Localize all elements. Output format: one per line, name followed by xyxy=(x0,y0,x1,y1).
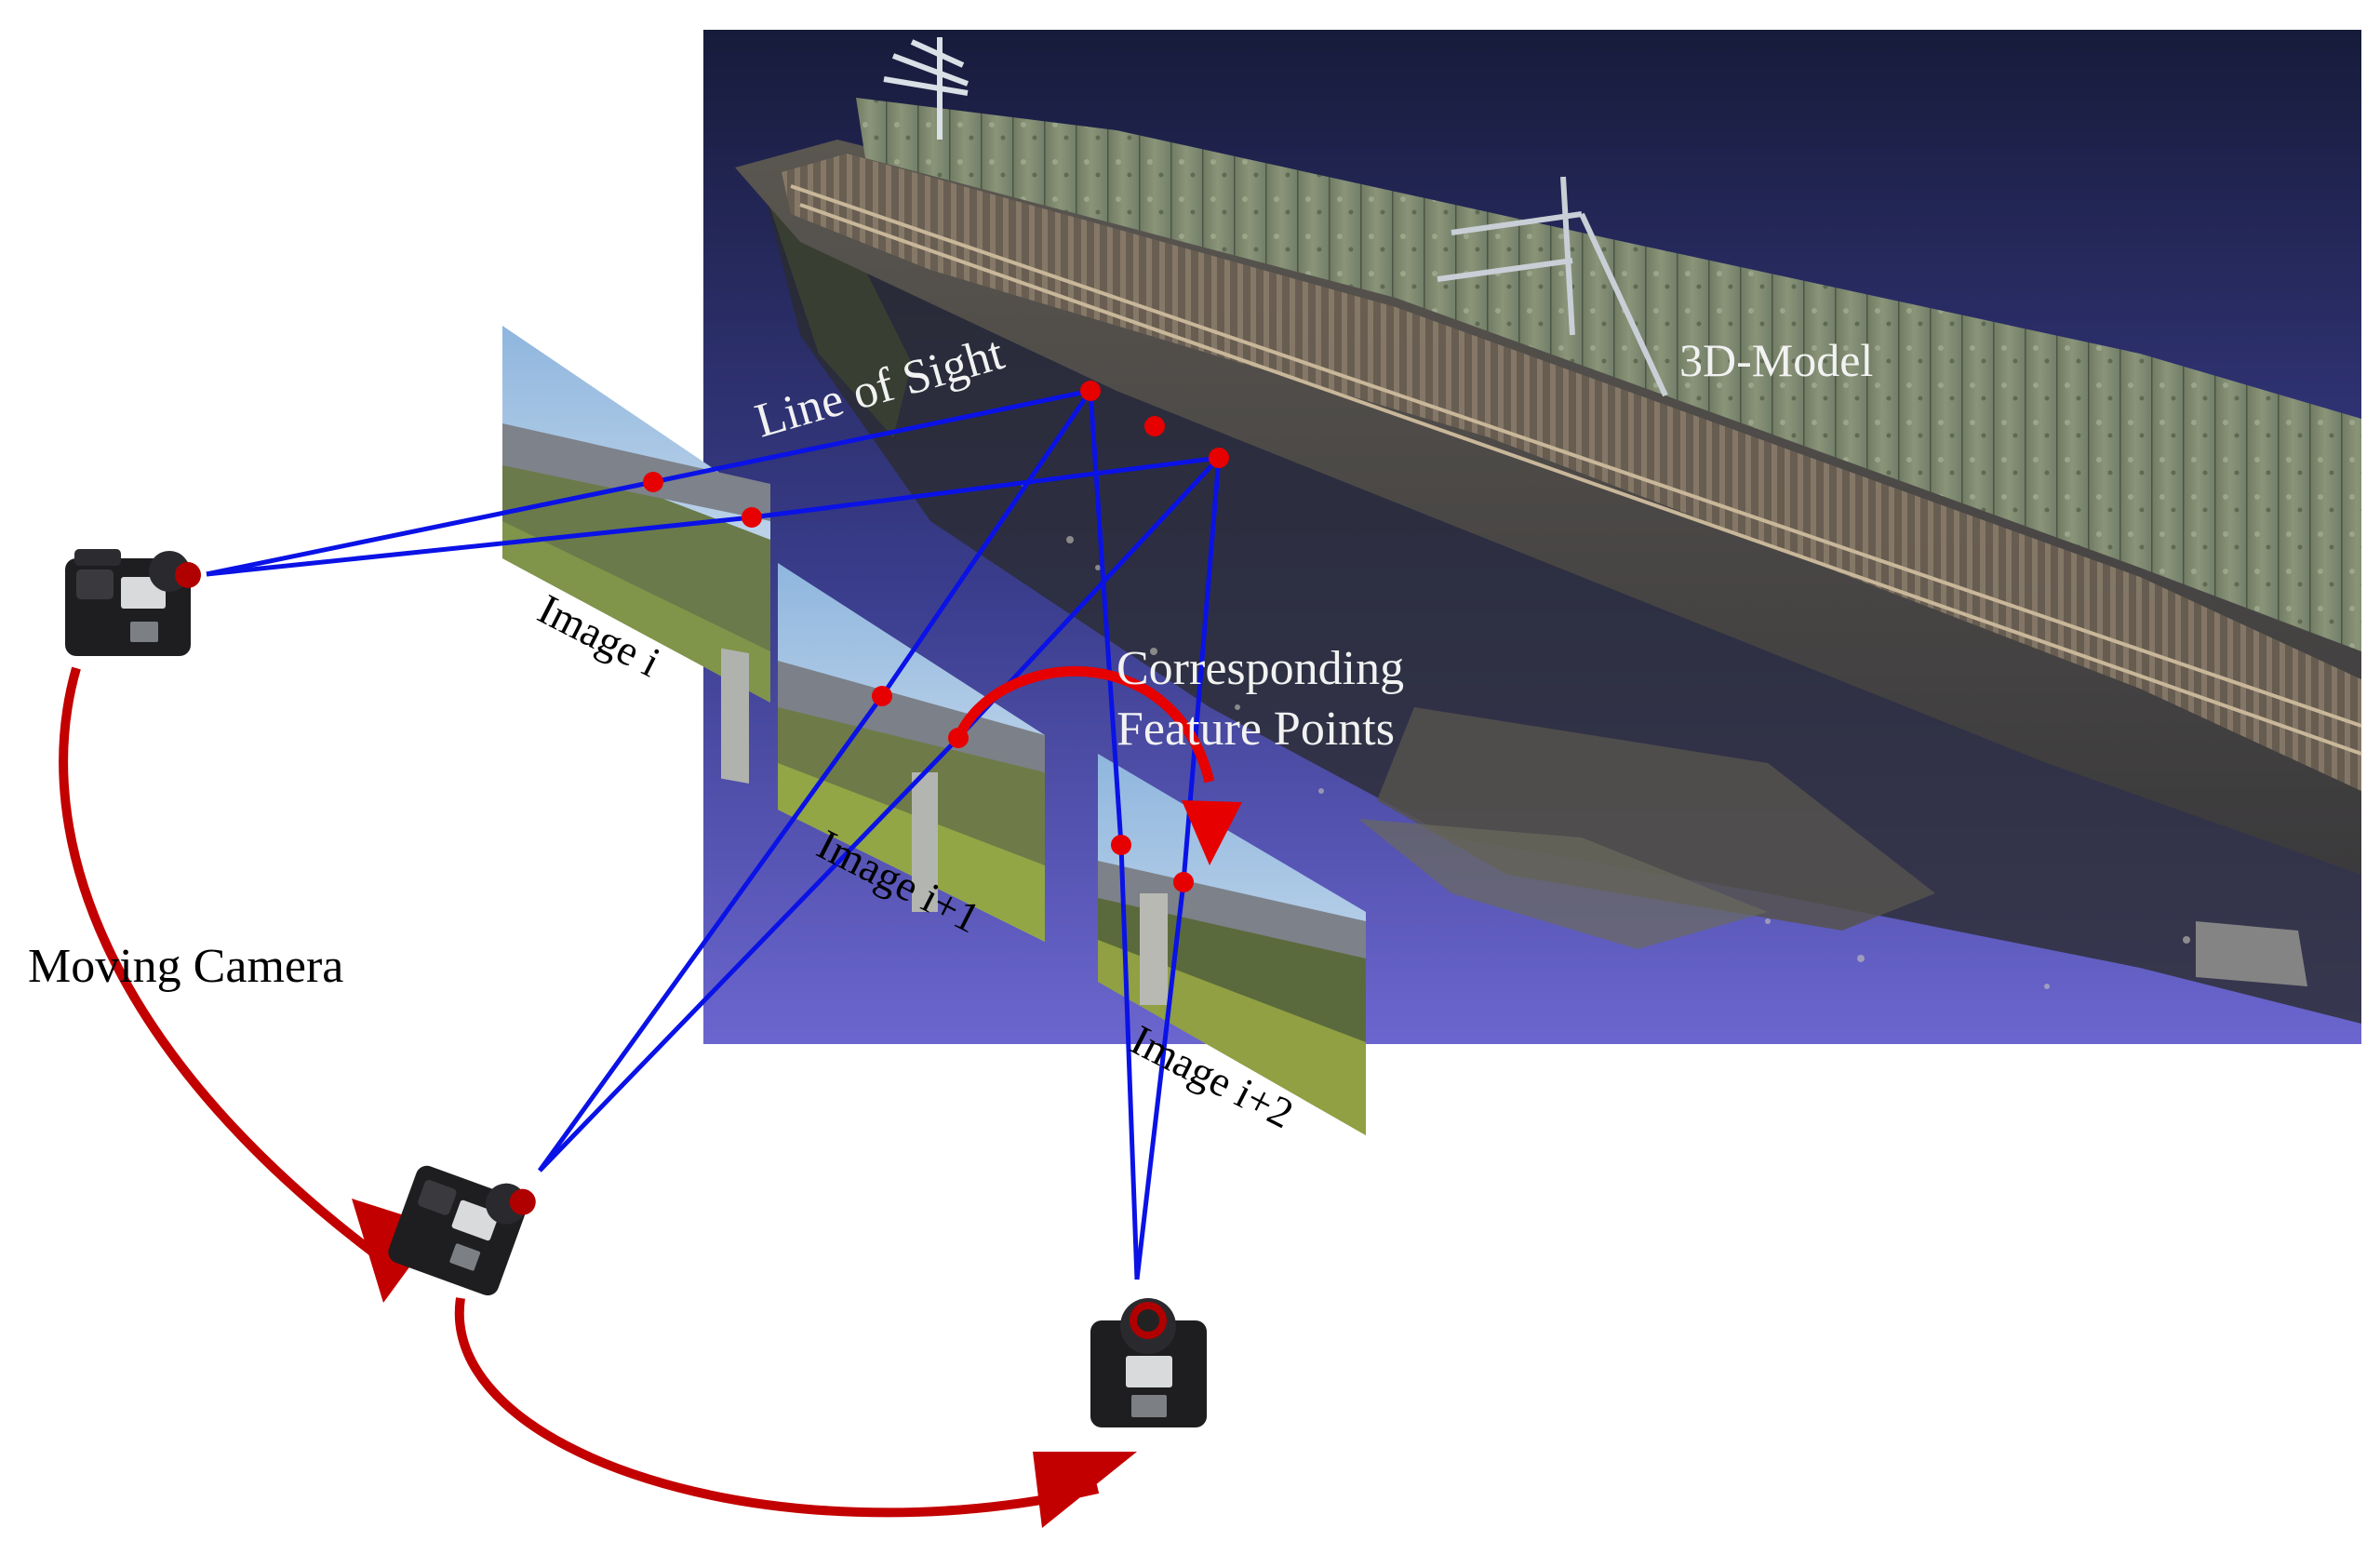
noise-barrier-wall xyxy=(856,98,2361,651)
rail-tracks xyxy=(782,154,2361,791)
camera-icon xyxy=(388,1165,536,1296)
feature-point-image-i-2 xyxy=(742,507,762,528)
feature-point-model-2 xyxy=(1144,416,1165,436)
correspondence-arrow xyxy=(953,665,1242,865)
bridge-sidewall xyxy=(763,186,912,437)
feature-point-model-3 xyxy=(1209,448,1229,468)
point-cloud-specks xyxy=(1021,481,2190,989)
label-corresponding: Corresponding xyxy=(1116,642,1404,695)
debris-slab xyxy=(2196,921,2307,986)
image-i2-photo xyxy=(1098,754,1366,1135)
bridge-ground xyxy=(1358,819,1768,949)
feature-point-model-1 xyxy=(1080,381,1101,401)
camera-path-segment-1 xyxy=(59,666,394,1270)
feature-point-image-i2-2 xyxy=(1173,872,1194,892)
catenary-mast-2 xyxy=(1437,176,1668,397)
camera-icon xyxy=(1090,1298,1207,1427)
feature-point-image-i-1 xyxy=(643,472,663,492)
image-i1-photo xyxy=(778,563,1045,942)
image-i-photo xyxy=(502,326,770,784)
feature-point-image-i1-1 xyxy=(872,686,892,706)
feature-point-image-i2-1 xyxy=(1111,835,1131,855)
label-3d-model: 3D-Model xyxy=(1679,334,1873,386)
camera-path-arrowhead-2 xyxy=(1033,1452,1137,1528)
catenary-mast-1 xyxy=(883,37,969,140)
camera-path-segment-2 xyxy=(454,1297,1100,1518)
camera-icon xyxy=(65,549,201,656)
label-feature-points: Feature Points xyxy=(1116,703,1395,756)
label-moving-camera: Moving Camera xyxy=(28,940,343,993)
